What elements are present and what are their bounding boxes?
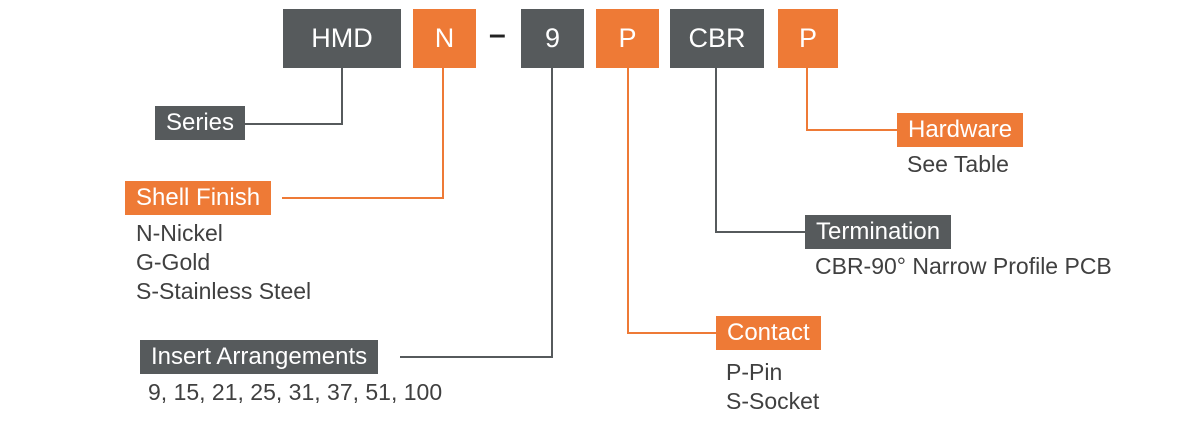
termination-option: CBR-90° Narrow Profile PCB	[815, 253, 1112, 279]
shell-finish-connector	[282, 68, 444, 199]
contact-label: Contact	[716, 316, 821, 350]
part-hardware-box: P	[778, 9, 838, 68]
contact-option: S-Socket	[726, 388, 820, 414]
part-series-box: HMD	[283, 9, 401, 68]
hardware-connector	[806, 68, 897, 131]
shell-finish-option: G-Gold	[136, 249, 211, 275]
insert-connector	[400, 68, 553, 358]
part-termination-box: CBR	[670, 9, 764, 68]
hardware-label: Hardware	[897, 113, 1024, 147]
contact-connector	[627, 68, 716, 334]
shell-finish-option: N-Nickel	[136, 220, 223, 246]
series-connector	[245, 68, 343, 125]
hardware-options: See Table	[907, 150, 1009, 179]
hardware-option: See Table	[907, 151, 1009, 177]
contact-options: P-Pin S-Socket	[726, 358, 819, 416]
termination-connector	[715, 68, 807, 233]
series-label: Series	[155, 106, 246, 140]
part-insert-box: 9	[521, 9, 584, 68]
part-shell-finish-box: N	[413, 9, 476, 68]
shell-finish-options: N-Nickel G-Gold S-Stainless Steel	[136, 219, 311, 306]
termination-options: CBR-90° Narrow Profile PCB	[815, 252, 1112, 281]
part-separator: –	[489, 18, 506, 51]
termination-label: Termination	[805, 215, 952, 249]
shell-finish-option: S-Stainless Steel	[136, 278, 312, 304]
part-contact-box: P	[596, 9, 659, 68]
contact-option: P-Pin	[726, 359, 783, 385]
insert-arrangements-values: 9, 15, 21, 25, 31, 37, 51, 100	[148, 379, 443, 405]
insert-arrangements-label: Insert Arrangements	[140, 340, 379, 374]
shell-finish-label: Shell Finish	[125, 181, 272, 215]
